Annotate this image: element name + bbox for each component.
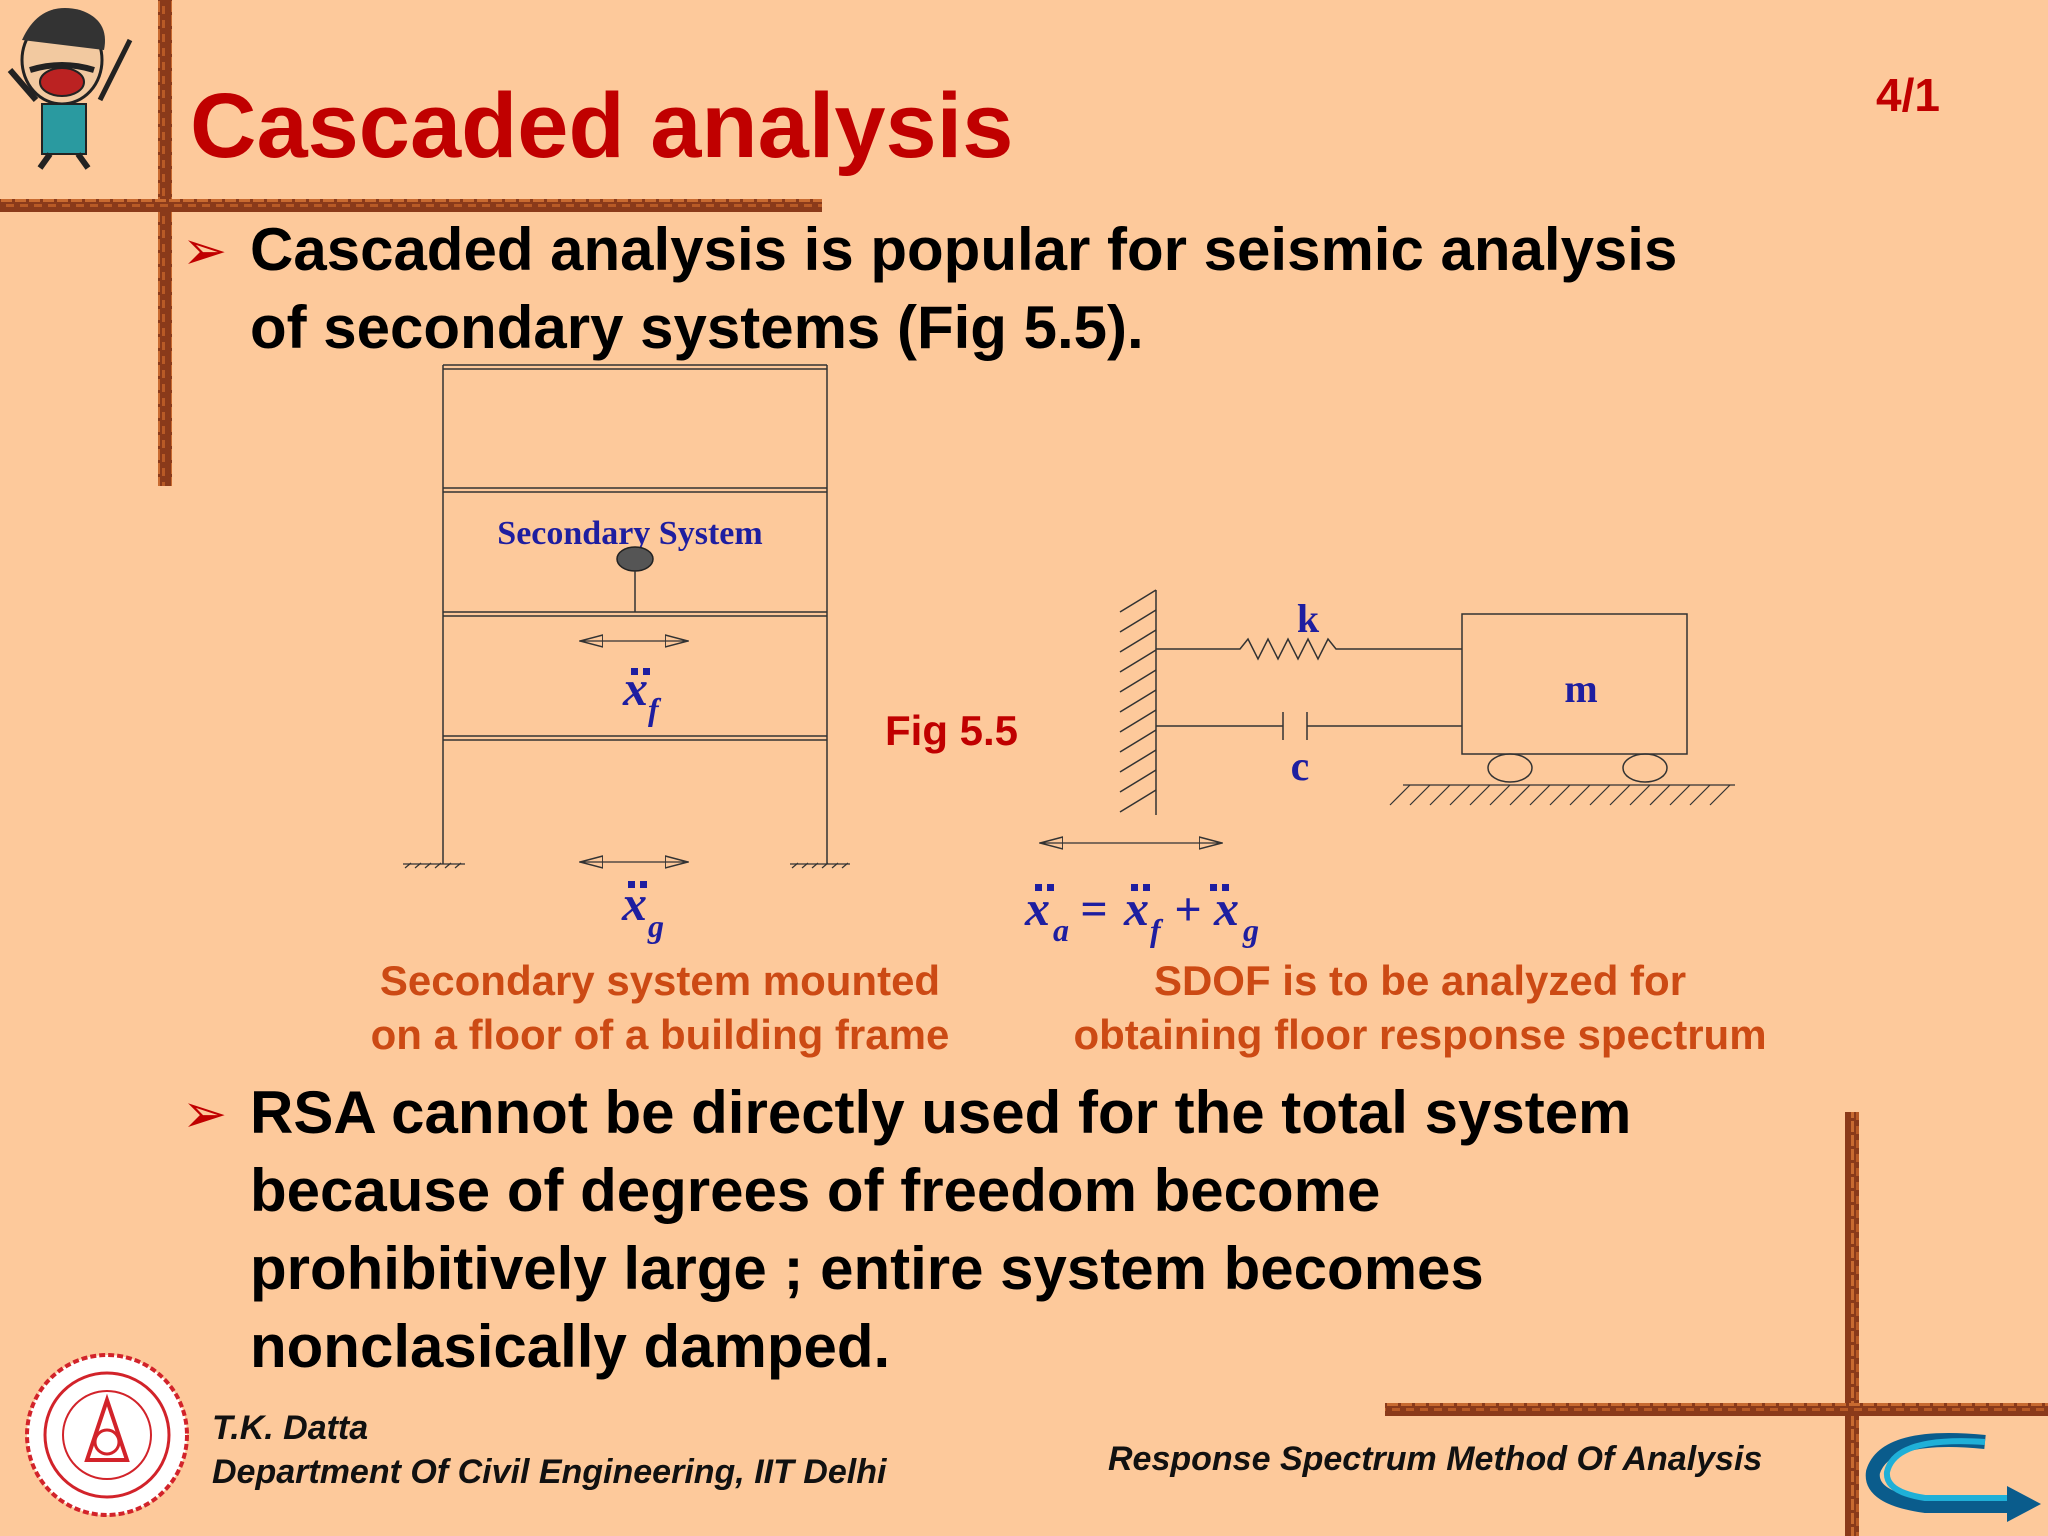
slide-title: Cascaded analysis (190, 75, 1014, 177)
bullet-2-line-4: nonclasically damped. (250, 1313, 891, 1380)
iit-delhi-logo-icon (25, 1353, 189, 1517)
page-number: 4/1 (1876, 69, 1940, 121)
bullet-arrow-icon: ➢ (182, 221, 228, 281)
acceleration-equation: x a = x f + x g (1024, 880, 1259, 948)
damper (1156, 712, 1462, 740)
svg-text:g: g (1242, 912, 1259, 948)
caption-right-line-2: obtaining floor response spectrum (1073, 1011, 1767, 1058)
ground-hatch-right (1389, 784, 1735, 806)
wall-support (1119, 589, 1157, 815)
svg-text:+: + (1174, 883, 1201, 936)
svg-text:a: a (1053, 912, 1069, 948)
brick-bar-horizontal-top (0, 199, 822, 212)
bullet-2-line-3: prohibitively large ; entire system beco… (250, 1235, 1484, 1302)
caption-right-line-1: SDOF is to be analyzed for (1153, 957, 1687, 1004)
bullet-1-line-1: Cascaded analysis is popular for seismic… (250, 216, 1678, 283)
cartoon-professor-icon (7, 8, 133, 170)
caption-left-line-1: Secondary system mounted (379, 957, 941, 1004)
ground-accel-symbol: x g (621, 875, 664, 944)
next-slide-arrow-icon[interactable] (1865, 1428, 2045, 1528)
building-frame (442, 364, 828, 864)
mass-label: m (1564, 666, 1597, 711)
figure-label: Fig 5.5 (885, 707, 1019, 754)
bullet-arrow-icon: ➢ (182, 1084, 228, 1144)
footer-course: Response Spectrum Method Of Analysis (1108, 1440, 1763, 1478)
secondary-system-mass (616, 546, 654, 572)
footer-author: T.K. Datta (212, 1409, 369, 1447)
spring-label: k (1297, 596, 1320, 641)
caption-left: Secondary system mounted on a floor of a… (330, 954, 990, 1062)
damper-label: c (1291, 744, 1310, 790)
caption-right: SDOF is to be analyzed for obtaining flo… (1020, 954, 1820, 1062)
svg-text:f: f (648, 691, 662, 727)
brick-bar-horizontal-bottom (1385, 1403, 2048, 1416)
footer-department: Department Of Civil Engineering, IIT Del… (212, 1453, 887, 1491)
wheel-left (1487, 753, 1533, 783)
brick-bar-vertical-right (1845, 1112, 1859, 1536)
floor-accel-symbol: x f (622, 660, 662, 727)
caption-left-line-2: on a floor of a building frame (370, 1011, 950, 1058)
bullet-2-line-2: because of degrees of freedom become (250, 1157, 1381, 1224)
wheel-right (1622, 753, 1668, 783)
secondary-system-label: Secondary System (497, 515, 762, 552)
bullet-2-line-1: RSA cannot be directly used for the tota… (250, 1079, 1632, 1146)
mass-block (1461, 613, 1688, 755)
svg-text:=: = (1080, 883, 1107, 936)
svg-text:g: g (647, 908, 664, 944)
bullet-1-line-2: of secondary systems (Fig 5.5). (250, 294, 1144, 361)
ground-hatch-left (403, 862, 850, 869)
spring (1156, 637, 1462, 661)
svg-text:f: f (1150, 912, 1164, 948)
brick-bar-vertical-left (158, 0, 172, 486)
